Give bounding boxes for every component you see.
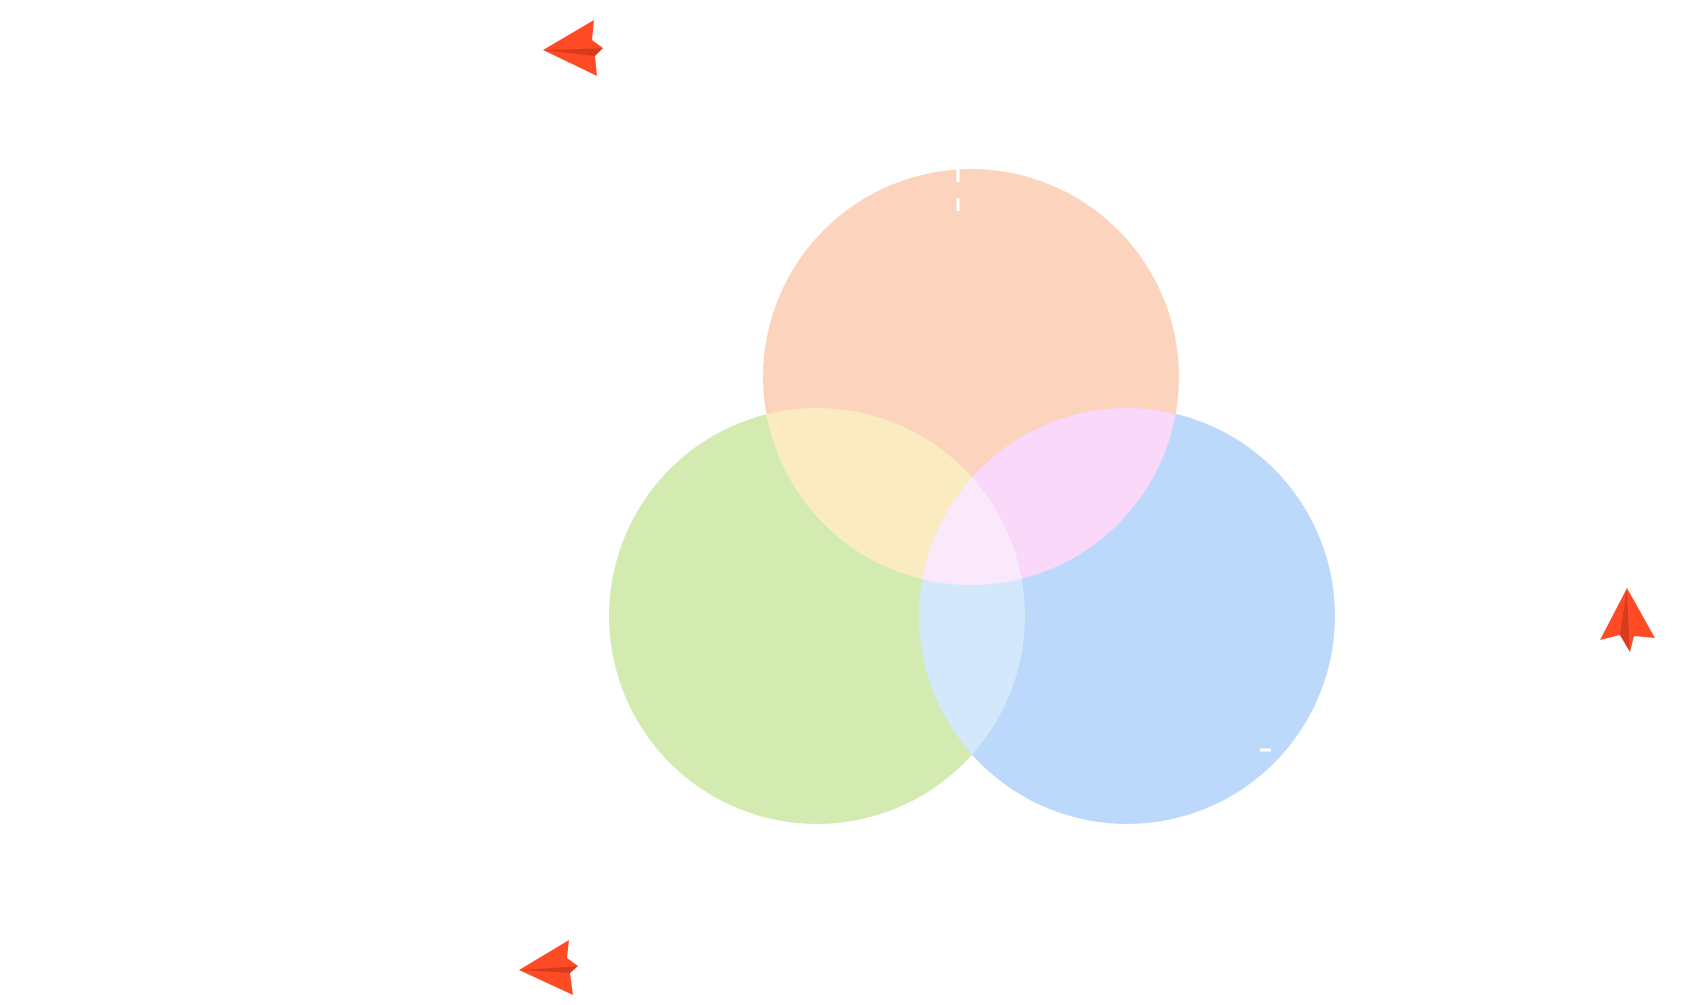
paper-plane-icon <box>519 940 578 995</box>
overlap-top-left <box>763 408 1025 585</box>
paper-plane-icon <box>543 20 603 76</box>
paper-plane-icon <box>1600 588 1655 652</box>
overlap-top-right <box>919 408 1179 585</box>
white-tick-marks <box>956 168 1271 752</box>
